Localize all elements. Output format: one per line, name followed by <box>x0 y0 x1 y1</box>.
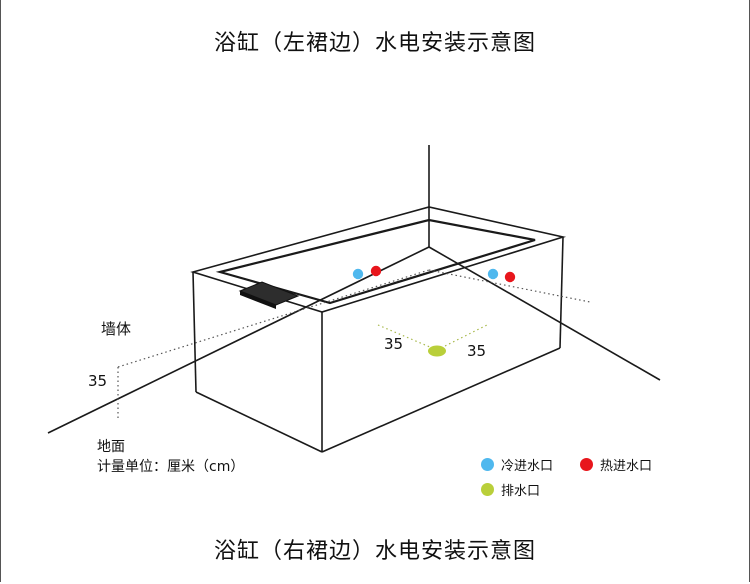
wall-height-dotted-line <box>117 269 430 368</box>
legend-drain-label: 排水口 <box>501 484 541 499</box>
drain-dimension-right <box>436 324 488 351</box>
cold-inlet-swatch <box>481 458 494 471</box>
height-35-label: 35 <box>88 372 108 390</box>
tub-edge-right <box>559 236 564 349</box>
legend-hot-inlet: 热进水口 <box>580 455 652 474</box>
diagram-title-left-skirt: 浴缸（左裙边）水电安装示意图 <box>213 31 536 56</box>
tub-bottom-left <box>195 391 323 453</box>
tub-edge-left <box>192 271 197 393</box>
diagram-title-right-skirt: 浴缸（右裙边）水电安装示意图 <box>213 539 536 564</box>
drain-right-35-label: 35 <box>467 342 487 360</box>
floor-line-left <box>47 246 430 434</box>
drain-marker <box>428 345 446 357</box>
drain-dimension-left <box>377 324 438 351</box>
legend-drain: 排水口 <box>481 480 540 499</box>
tub-control-panel-side <box>240 291 276 309</box>
hot-inlet-right-marker <box>504 271 516 283</box>
units-label: 计量单位：厘米（cm） <box>97 459 245 475</box>
wall-label: 墙体 <box>101 320 132 338</box>
cold-inlet-right-marker <box>487 268 499 280</box>
cold-inlet-left-marker <box>352 268 364 280</box>
floor-line-right <box>428 246 661 381</box>
legend-cold-inlet-label: 冷进水口 <box>501 459 554 474</box>
hot-inlet-left-marker <box>370 265 382 277</box>
ground-label: 地面 <box>97 439 125 455</box>
drain-left-35-label: 35 <box>384 335 404 353</box>
drain-swatch <box>481 483 494 496</box>
legend-hot-inlet-label: 热进水口 <box>600 459 653 474</box>
hot-inlet-swatch <box>580 458 593 471</box>
legend-cold-inlet: 冷进水口 <box>481 455 553 474</box>
tub-inner-rim <box>215 218 536 305</box>
right-wall-dotted-line <box>428 269 591 303</box>
tub-bottom-right <box>321 347 561 453</box>
